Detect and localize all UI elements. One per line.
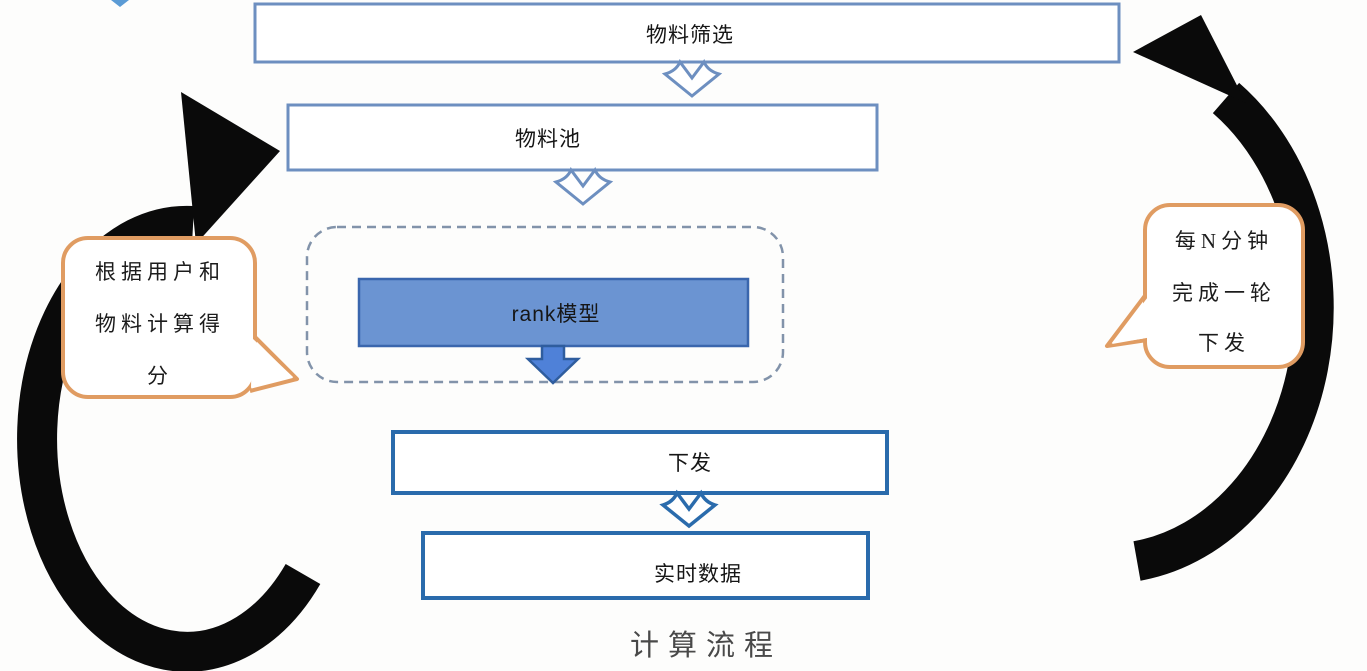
callout-right: 每N分钟 完成一轮 下发 [1105,203,1305,369]
dashed-container [305,225,785,384]
callout-right-tail-fill [1112,293,1152,344]
callout-left-bubble [61,236,257,399]
node-realtime-data [421,531,870,600]
cycle-arrow-right-head [1133,15,1246,103]
clipped-arrow-tip-icon [111,0,129,7]
diagram-caption: 计算流程 [630,629,782,662]
node-material-pool [286,103,879,172]
node-material-filter-label: 物料筛选 [646,24,734,47]
callout-left-line-3: 分 [147,364,173,388]
cycle-arrow-left-head [181,92,280,244]
callout-right-line-2: 完成一轮 [1172,281,1276,305]
node-realtime-data-label: 实时数据 [654,563,742,586]
callout-right-line-1: 每N分钟 [1175,229,1273,253]
callout-left-line-2: 物料计算得 [95,312,225,336]
flow-arrow-down-2-icon [552,167,614,206]
node-material-filter [253,2,1121,64]
callout-right-line-3: 下发 [1198,331,1250,355]
cycle-arrow-right-icon [1133,15,1334,581]
callout-left-line-1: 根据用户和 [95,260,225,284]
callout-left: 根据用户和 物料计算得 分 [61,236,299,399]
rank-output-arrow-icon [524,344,582,385]
node-rank-model-label: rank模型 [512,303,601,326]
callout-right-bubble [1143,203,1305,369]
callout-left-tail-fill [251,338,293,388]
node-material-pool-label: 物料池 [515,128,581,151]
flow-arrow-down-1-icon [661,59,723,98]
flow-arrow-down-3-icon [659,489,719,529]
cycle-arrow-right-body [1133,82,1334,581]
node-distribute-label: 下发 [668,452,712,475]
node-distribute [391,430,889,495]
